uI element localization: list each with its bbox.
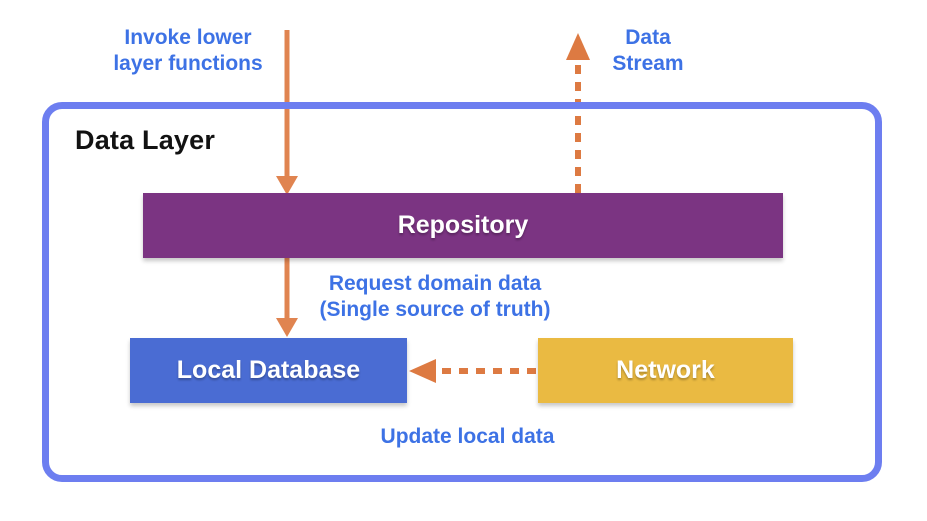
request-note-line2: (Single source of truth) — [319, 298, 551, 321]
request-domain-data-note: Request domain data (Single source of tr… — [300, 271, 570, 323]
repository-node: Repository — [143, 193, 783, 258]
network-label: Network — [616, 356, 715, 384]
stream-note-line1: Data — [625, 26, 671, 49]
stream-note-line2: Stream — [612, 52, 684, 75]
network-node: Network — [538, 338, 793, 403]
invoke-note-line1: Invoke lower — [124, 26, 252, 49]
invoke-lower-layer-note: Invoke lower layer functions — [88, 25, 288, 77]
update-local-data-note: Update local data — [360, 424, 575, 450]
data-layer-title: Data Layer — [75, 125, 216, 155]
invoke-note-line2: layer functions — [113, 52, 263, 75]
data-layer-container: Data Layer — [42, 102, 882, 482]
repository-label: Repository — [397, 211, 529, 239]
update-note-label: Update local data — [380, 425, 555, 448]
data-stream-note: Data Stream — [596, 25, 700, 77]
local-database-node: Local Database — [130, 338, 407, 403]
local-database-label: Local Database — [176, 356, 361, 384]
request-note-line1: Request domain data — [328, 272, 542, 295]
